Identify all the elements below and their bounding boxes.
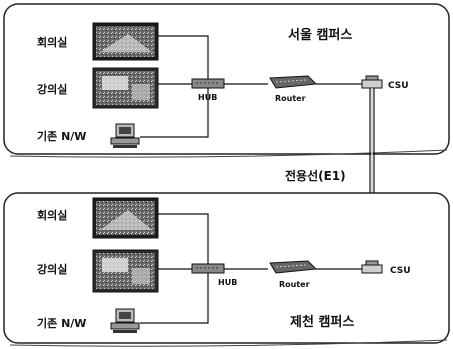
top-router-label: Router bbox=[275, 94, 306, 103]
bottom-room-label-lecture: 강의실 bbox=[37, 262, 67, 276]
top-campus-panel: 서울 캠퍼스 회의실 강의실 기존 N/W bbox=[3, 3, 450, 158]
top-csu-label: CSU bbox=[388, 81, 409, 91]
bottom-room-label-legacy: 기존 N/W bbox=[37, 316, 86, 330]
dedicated-line-label: 전용선(E1) bbox=[285, 168, 346, 183]
top-room-label-legacy: 기존 N/W bbox=[37, 129, 86, 143]
lecture-screen-icon bbox=[92, 67, 159, 109]
bottom-room-label-meeting: 회의실 bbox=[37, 208, 67, 222]
top-room-label-meeting: 회의실 bbox=[37, 35, 67, 49]
top-room-label-lecture: 강의실 bbox=[37, 82, 67, 96]
hub-icon bbox=[191, 78, 225, 89]
bottom-hub-label: HUB bbox=[218, 278, 237, 287]
csu-icon bbox=[361, 260, 383, 274]
top-campus-title: 서울 캠퍼스 bbox=[288, 27, 352, 43]
bottom-campus-panel: 제천 캠퍼스 회의실 강의실 기존 N/W HUB bbox=[3, 192, 450, 347]
computer-workstation-icon bbox=[110, 308, 140, 333]
video-conference-screen-icon bbox=[92, 197, 159, 239]
bottom-campus-title: 제천 캠퍼스 bbox=[290, 315, 354, 330]
top-hub-label: HUB bbox=[198, 93, 217, 102]
hub-icon bbox=[191, 263, 225, 274]
bottom-router-label: Router bbox=[279, 280, 310, 289]
router-icon bbox=[269, 260, 318, 274]
video-conference-screen-icon bbox=[92, 22, 159, 61]
computer-workstation-icon bbox=[110, 123, 140, 148]
bottom-csu-label: CSU bbox=[390, 266, 411, 276]
router-icon bbox=[269, 75, 318, 89]
lecture-screen-icon bbox=[92, 249, 159, 293]
